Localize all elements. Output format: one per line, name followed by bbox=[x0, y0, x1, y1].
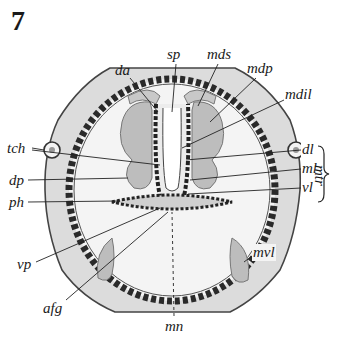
pharynx-band bbox=[112, 195, 232, 209]
part-label: vp bbox=[16, 256, 32, 273]
part-label: afg bbox=[42, 300, 63, 317]
part-label: mdil bbox=[284, 86, 313, 103]
epithelium-inner bbox=[74, 84, 270, 296]
part-label: mds bbox=[206, 46, 232, 63]
tube-lumen bbox=[163, 108, 181, 191]
figure-number: 7 bbox=[10, 6, 26, 36]
group-label: mtr bbox=[311, 164, 328, 187]
epithelium-ring bbox=[69, 79, 275, 301]
part-label: mdp bbox=[246, 60, 274, 77]
part-label: ph bbox=[8, 194, 25, 211]
ventral-lobe bbox=[97, 238, 114, 280]
part-label: mvl bbox=[252, 244, 276, 261]
part-label: dl bbox=[301, 141, 315, 158]
part-label: sp bbox=[166, 46, 181, 63]
mesoderm-lobe bbox=[120, 102, 152, 189]
lateral-tube bbox=[44, 142, 60, 158]
dorsal-mesoderm bbox=[128, 90, 160, 104]
part-label: vl bbox=[301, 179, 314, 196]
part-label: mn bbox=[164, 318, 184, 335]
part-label: da bbox=[114, 62, 131, 79]
mesoderm-lobe bbox=[192, 102, 224, 189]
part-label: dp bbox=[8, 172, 25, 189]
leader-lines bbox=[28, 64, 301, 316]
central-tube bbox=[156, 104, 189, 201]
part-label: tch bbox=[6, 140, 26, 157]
